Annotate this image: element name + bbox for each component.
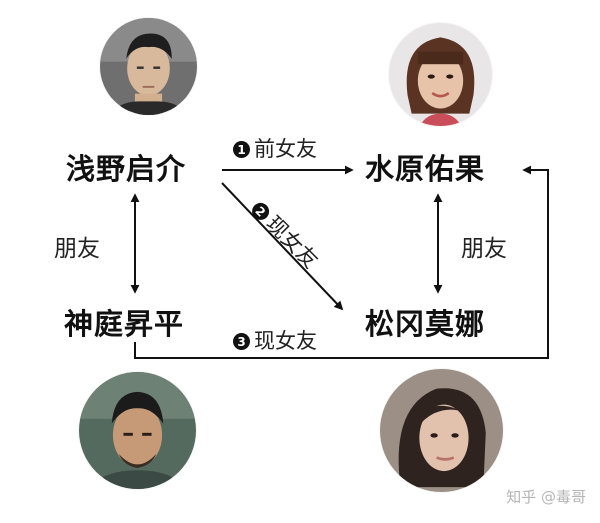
portrait-matsuoka — [380, 369, 503, 492]
name-kamiba: 神庭昇平 — [64, 307, 185, 341]
watermark: 知乎 @毒哥 — [506, 488, 586, 506]
portrait-mizuhara — [389, 23, 492, 126]
relation-1-text: 前女友 — [254, 137, 317, 161]
relation-3-text: 现女友 — [254, 329, 317, 353]
friend-label-left: 朋友 — [54, 236, 100, 262]
arrow-kamiba-mizuhara — [134, 165, 549, 359]
relation-3-number: 3 — [233, 333, 250, 350]
name-matsuoka: 松冈莫娜 — [365, 307, 486, 341]
name-asano: 浅野启介 — [66, 152, 187, 186]
friend-label-right: 朋友 — [461, 236, 507, 262]
relation-1-label: 1 前女友 — [233, 139, 317, 160]
relation-3-label: 3 现女友 — [233, 331, 317, 352]
relation-1-number: 1 — [233, 141, 250, 158]
arrow-asano-matsuoka — [221, 182, 344, 311]
name-mizuhara: 水原佑果 — [365, 152, 486, 186]
